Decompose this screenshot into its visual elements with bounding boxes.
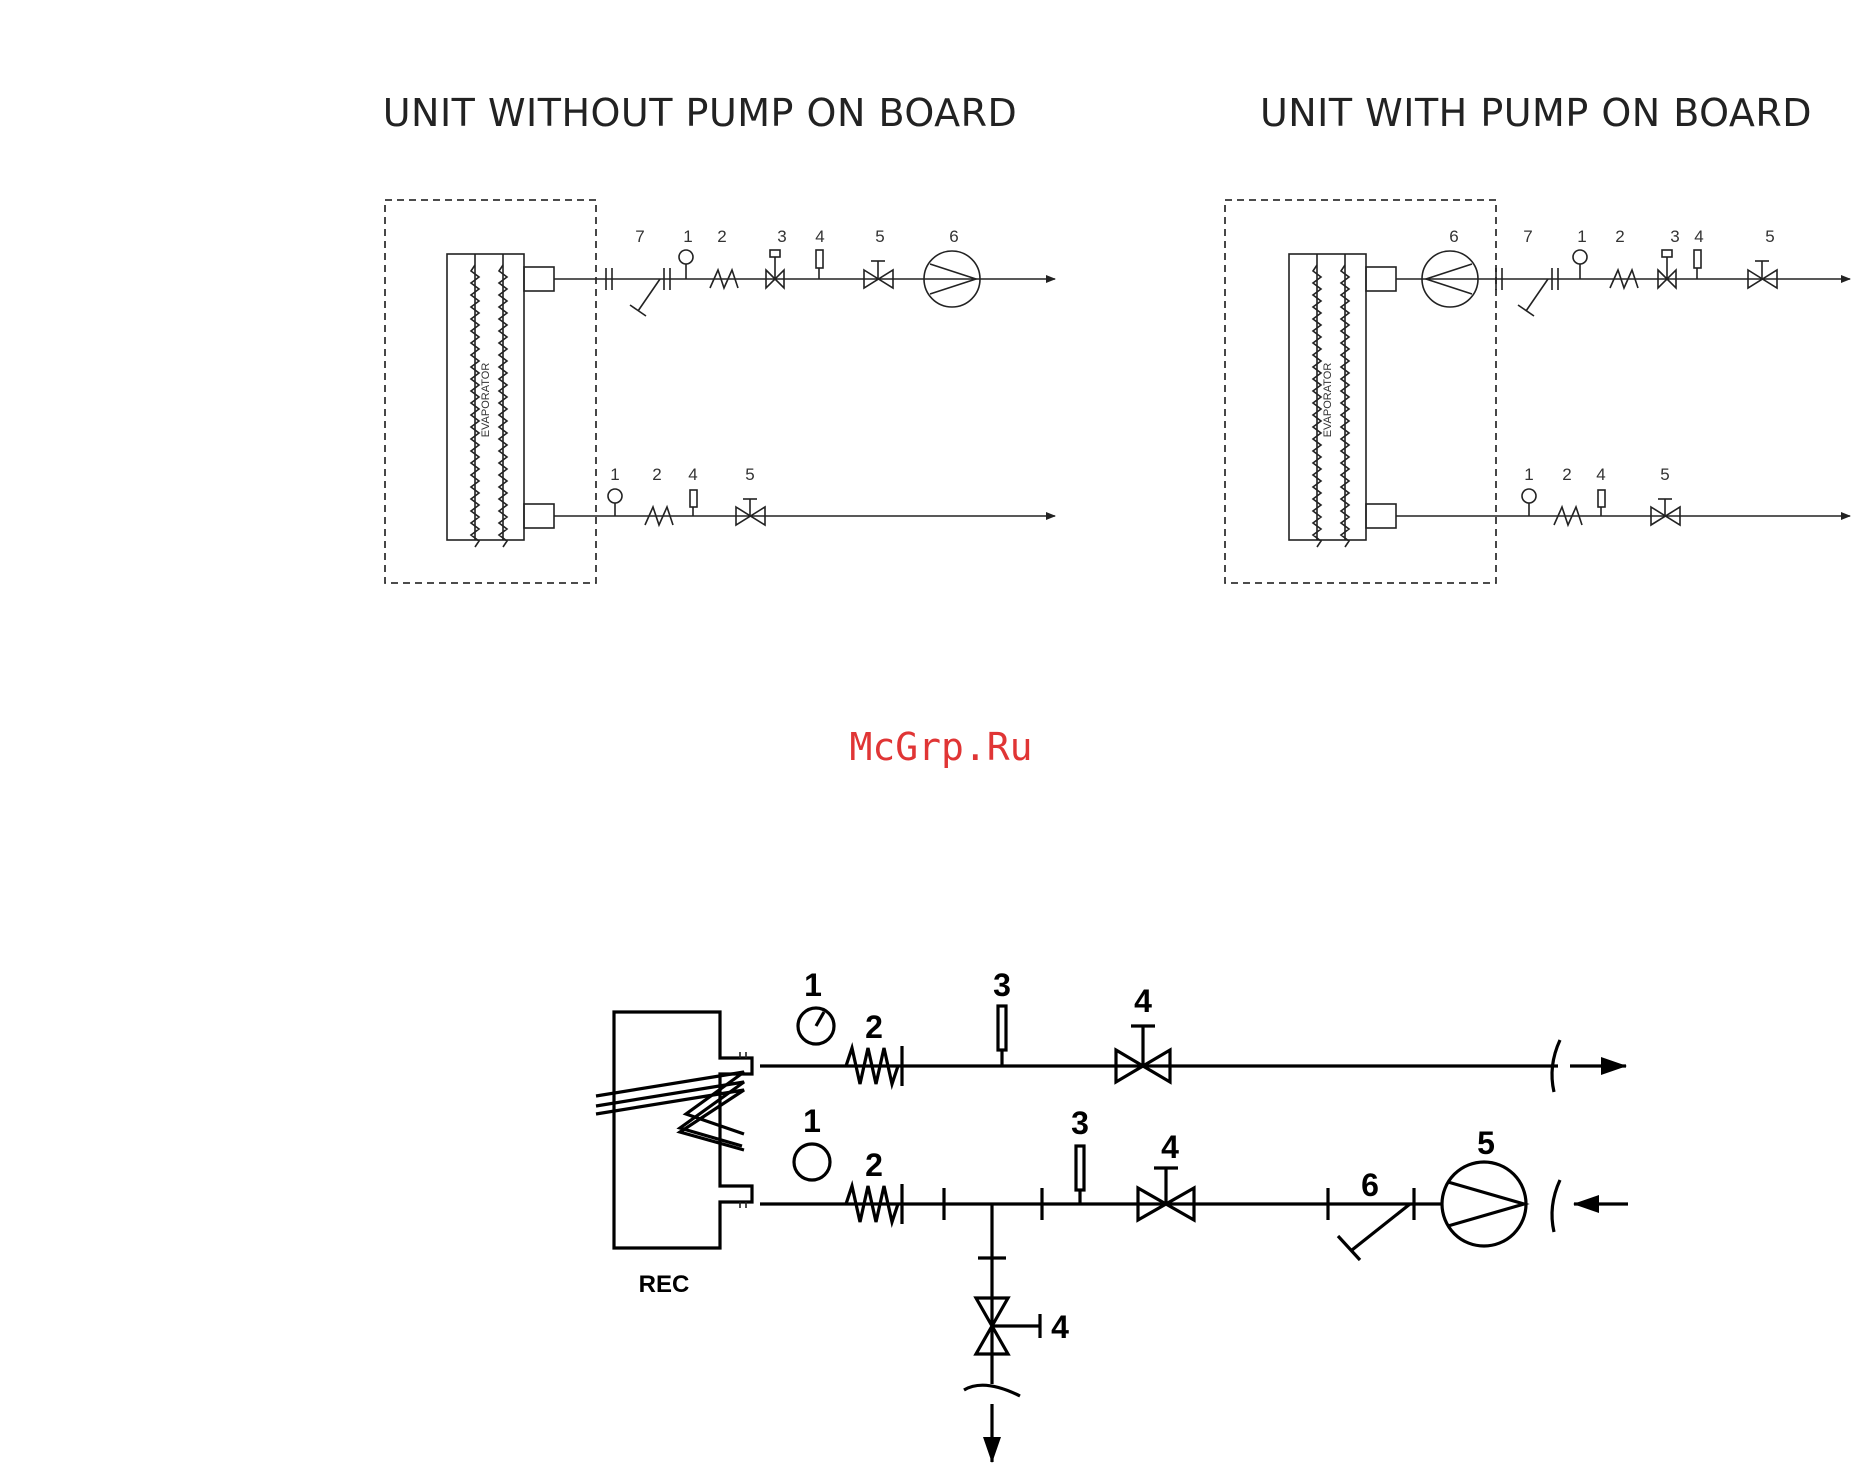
label-a-top-3: 3 [777, 227, 786, 246]
label-b-top-5: 5 [1765, 227, 1774, 246]
pressure-gauge-b2 [1522, 489, 1536, 516]
evaporator-a: EVAPORATOR [447, 254, 554, 547]
diagram-rec: REC 1 2 3 4 [596, 967, 1628, 1462]
rec-label: REC [639, 1271, 690, 1298]
label-b-top-7: 7 [1523, 227, 1532, 246]
thermometer-c1 [998, 1006, 1006, 1050]
label-a-bot-5: 5 [745, 465, 754, 484]
label-c-top-4: 4 [1134, 983, 1152, 1019]
thermometer-a2 [690, 490, 697, 507]
label-a-top-5: 5 [875, 227, 884, 246]
label-c-bot-6: 6 [1361, 1167, 1379, 1203]
label-b-top-3: 3 [1670, 227, 1679, 246]
label-a-top-7: 7 [635, 227, 644, 246]
watermark: McGrp.Ru [849, 725, 1032, 769]
title-with-pump: UNIT WITH PUMP ON BOARD [1260, 91, 1812, 135]
label-b-bot-2: 2 [1562, 465, 1571, 484]
label-c-top-2: 2 [865, 1009, 883, 1045]
label-b-bot-4: 4 [1596, 465, 1605, 484]
label-a-top-6: 6 [949, 227, 958, 246]
pressure-gauge-a1 [679, 250, 693, 279]
label-b-top-2: 2 [1615, 227, 1624, 246]
thermometer-b1 [1694, 250, 1701, 268]
valve-c1 [1116, 1026, 1170, 1082]
diagram-without-pump: EVAPORATOR 7 1 2 3 [385, 200, 1055, 583]
shutoff-valve-b1 [1748, 261, 1777, 288]
pipe-break-bottom [1552, 1180, 1560, 1232]
label-b-top-6: 6 [1449, 227, 1458, 246]
label-c-bot-2: 2 [865, 1147, 883, 1183]
label-a-bot-4: 4 [688, 465, 697, 484]
manometer-c1 [798, 1008, 834, 1044]
title-without-pump: UNIT WITHOUT PUMP ON BOARD [383, 91, 1018, 135]
thermometer-c2 [1076, 1146, 1084, 1190]
thermometer-a1 [816, 250, 823, 268]
pressure-gauge-b1 [1573, 250, 1587, 279]
strainer-a [606, 268, 670, 316]
control-valve-b [1658, 250, 1676, 288]
evaporator-b: EVAPORATOR [1289, 254, 1396, 547]
pressure-gauge-a2 [608, 489, 622, 516]
label-c-bot-3: 3 [1071, 1105, 1089, 1141]
label-b-top-4: 4 [1694, 227, 1703, 246]
shutoff-valve-b2 [1651, 499, 1680, 525]
thermometer-b2 [1598, 490, 1605, 507]
label-c-bot-5: 5 [1477, 1125, 1495, 1161]
evaporator-label-a: EVAPORATOR [480, 363, 492, 438]
label-a-bot-2: 2 [652, 465, 661, 484]
pipe-break-drain [964, 1385, 1020, 1396]
label-c-drain-4: 4 [1051, 1309, 1069, 1345]
label-c-top-1: 1 [804, 967, 822, 1003]
pump-c [1442, 1162, 1526, 1246]
label-c-bot-1: 1 [803, 1103, 821, 1139]
label-c-bot-4: 4 [1161, 1129, 1179, 1165]
valve-c2 [1138, 1168, 1194, 1220]
shutoff-valve-a2 [736, 499, 765, 525]
label-a-top-4: 4 [815, 227, 824, 246]
label-b-bot-5: 5 [1660, 465, 1669, 484]
label-a-top-2: 2 [717, 227, 726, 246]
strainer-b [1496, 268, 1558, 316]
label-a-top-1: 1 [683, 227, 692, 246]
shutoff-valve-a1 [864, 261, 893, 288]
label-c-top-3: 3 [993, 967, 1011, 1003]
label-b-top-1: 1 [1577, 227, 1586, 246]
label-b-bot-1: 1 [1524, 465, 1533, 484]
label-a-bot-1: 1 [610, 465, 619, 484]
evaporator-label-b: EVAPORATOR [1322, 363, 1334, 438]
drain-valve [976, 1298, 1040, 1354]
control-valve-a [766, 250, 784, 288]
unit-boundary-b [1225, 200, 1496, 583]
manometer-c2 [794, 1144, 830, 1180]
diagram-with-pump: EVAPORATOR 6 7 1 2 3 [1225, 200, 1850, 583]
